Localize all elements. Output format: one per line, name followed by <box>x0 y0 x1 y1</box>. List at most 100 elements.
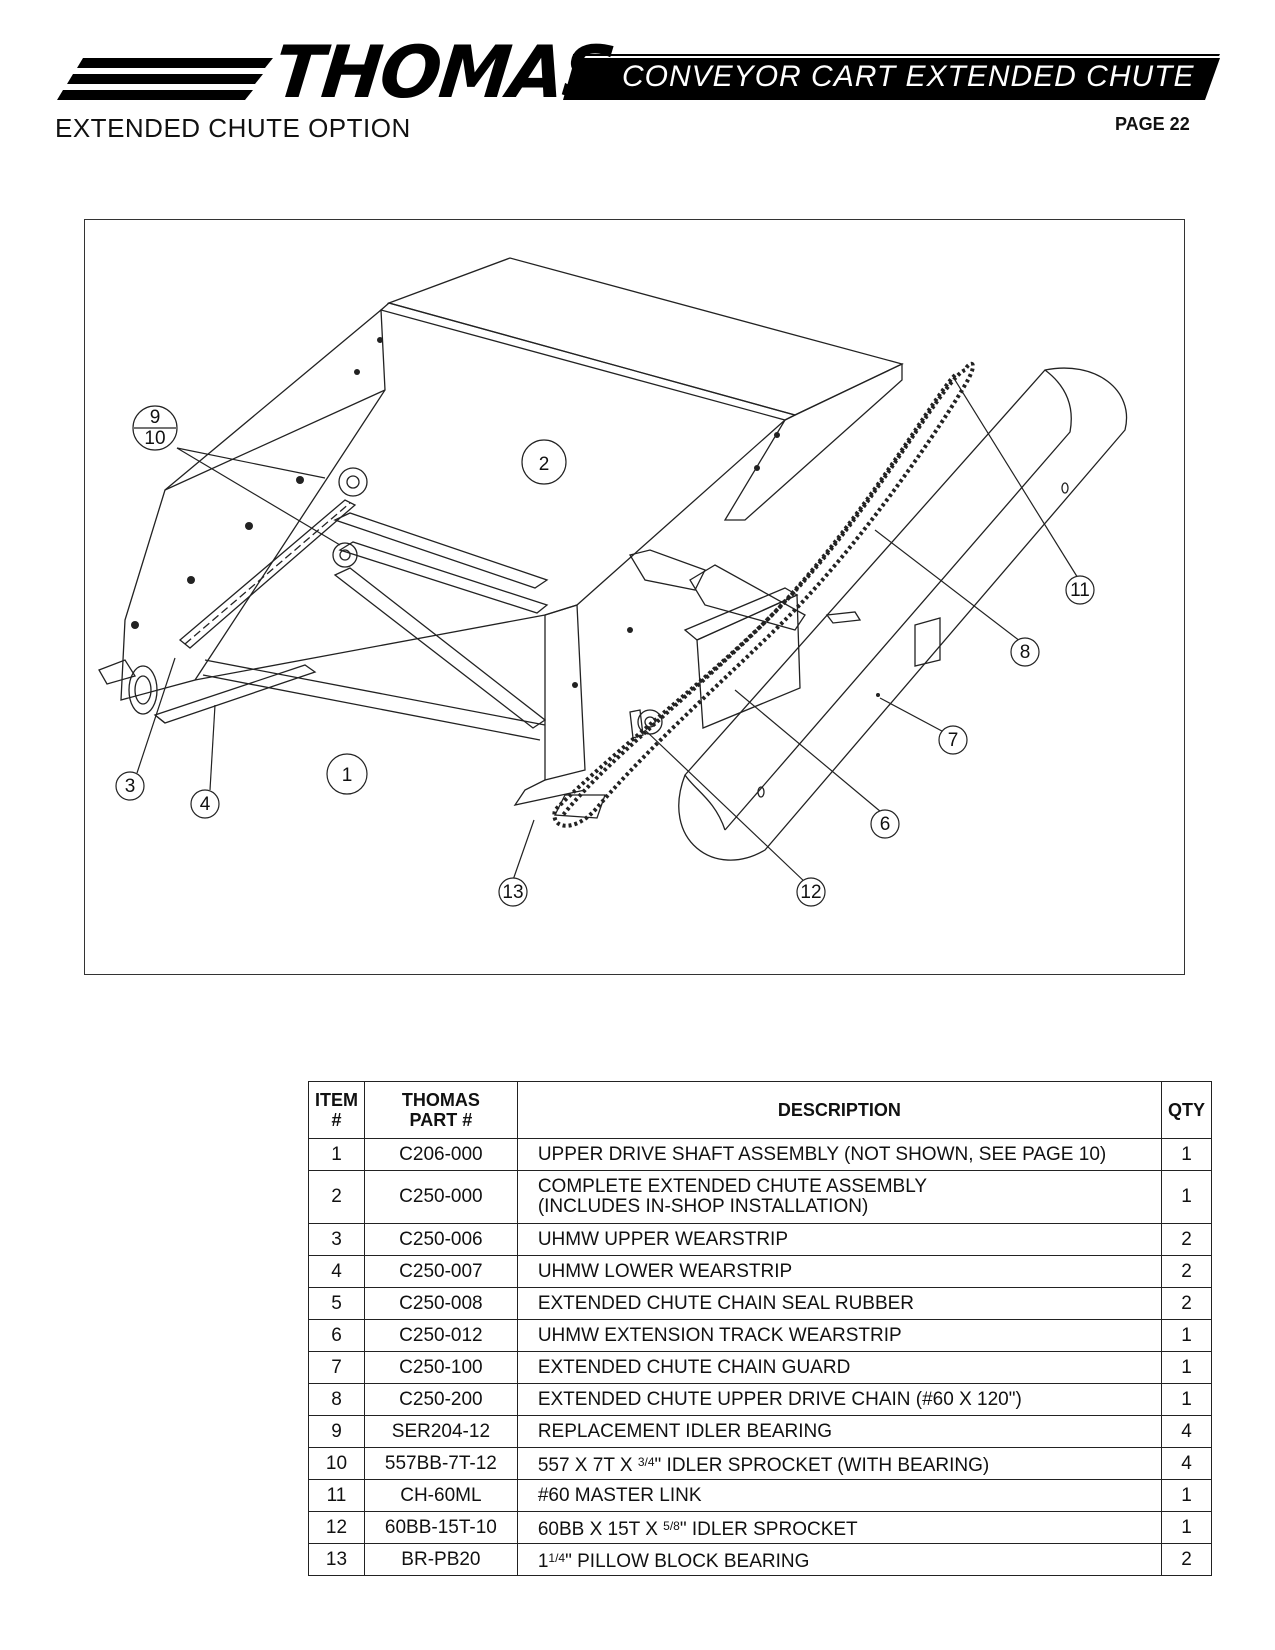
callout-13-label: 13 <box>502 882 523 903</box>
callout-1-label: 1 <box>342 765 353 786</box>
header-description: DESCRIPTION <box>516 1081 1162 1139</box>
row-part: C250-006 <box>363 1223 518 1256</box>
table-row: 6 C250-012 UHMW EXTENSION TRACK WEARSTRI… <box>308 1319 1213 1352</box>
row-description: COMPLETE EXTENDED CHUTE ASSEMBLY(INCLUDE… <box>516 1170 1162 1224</box>
callout-13 <box>498 877 528 907</box>
callout-7 <box>938 725 968 755</box>
row-part: BR-PB20 <box>363 1543 518 1576</box>
callout-12-label: 12 <box>800 882 821 903</box>
row-item: 3 <box>308 1223 365 1256</box>
row-part: SER204-12 <box>363 1415 518 1448</box>
row-qty: 2 <box>1160 1543 1213 1576</box>
callout-8-label: 8 <box>1020 642 1031 663</box>
callout-2-label: 2 <box>539 454 550 475</box>
row-item: 5 <box>308 1287 365 1320</box>
row-description: EXTENDED CHUTE CHAIN SEAL RUBBER <box>516 1287 1162 1320</box>
chute-left-wall <box>120 308 386 701</box>
section-title: EXTENDED CHUTE OPTION <box>55 113 411 143</box>
callout-7-label: 7 <box>948 730 959 751</box>
row-qty: 2 <box>1160 1255 1213 1288</box>
row-description: 11/4" PILLOW BLOCK BEARING <box>516 1543 1162 1576</box>
upper-wearstrip <box>178 499 357 649</box>
row-item: 6 <box>308 1319 365 1352</box>
callout-6 <box>870 809 900 839</box>
row-item: 12 <box>308 1511 365 1544</box>
table-row: 12 60BB-15T-10 60BB X 15T X 5/8" IDLER S… <box>308 1511 1213 1544</box>
table-row: 5 C250-008 EXTENDED CHUTE CHAIN SEAL RUB… <box>308 1287 1213 1320</box>
brand-logo: THOMAS <box>270 30 618 114</box>
header-band: THOMAS <box>55 30 1220 114</box>
extension-track-wearstrip <box>683 587 799 641</box>
table-row: 8 C250-200 EXTENDED CHUTE UPPER DRIVE CH… <box>308 1383 1213 1416</box>
row-item: 1 <box>308 1138 365 1171</box>
row-qty: 1 <box>1160 1511 1213 1544</box>
row-qty: 1 <box>1160 1479 1213 1512</box>
chain-guard <box>678 367 1128 861</box>
header-stripes <box>57 38 1220 104</box>
callout-4-label: 4 <box>200 794 211 815</box>
row-description: REPLACEMENT IDLER BEARING <box>516 1415 1162 1448</box>
row-part: C206-000 <box>363 1138 518 1171</box>
table-row: 10 557BB-7T-12 557 X 7T X 3/4" IDLER SPR… <box>308 1447 1213 1480</box>
idler-sprocket-upper <box>338 467 368 497</box>
row-qty: 1 <box>1160 1383 1213 1416</box>
row-description: UHMW EXTENSION TRACK WEARSTRIP <box>516 1319 1162 1352</box>
row-part: CH-60ML <box>363 1479 518 1512</box>
row-item: 10 <box>308 1447 365 1480</box>
callout-3 <box>115 771 145 801</box>
row-part: C250-100 <box>363 1351 518 1384</box>
callout-8 <box>1010 637 1040 667</box>
page-number: PAGE 22 <box>1115 114 1190 134</box>
callout-4 <box>190 789 220 819</box>
row-qty: 4 <box>1160 1447 1213 1480</box>
callout-11-label: 11 <box>1070 580 1090 601</box>
row-description: UHMW LOWER WEARSTRIP <box>516 1255 1162 1288</box>
row-description: 557 X 7T X 3/4" IDLER SPROCKET (WITH BEA… <box>516 1447 1162 1480</box>
callout-10-label: 10 <box>144 428 165 449</box>
callout-6-label: 6 <box>880 814 891 835</box>
callout-11 <box>1065 575 1095 605</box>
table-row: 4 C250-007 UHMW LOWER WEARSTRIP 2 <box>308 1255 1213 1288</box>
header-qty: QTY <box>1160 1081 1213 1139</box>
row-qty: 1 <box>1160 1351 1213 1384</box>
row-description: EXTENDED CHUTE CHAIN GUARD <box>516 1351 1162 1384</box>
row-item: 9 <box>308 1415 365 1448</box>
chute-right-wall <box>723 362 903 521</box>
cross-tube-upper <box>333 512 549 589</box>
table-row: 13 BR-PB20 11/4" PILLOW BLOCK BEARING 2 <box>308 1543 1213 1576</box>
callout-12 <box>796 877 826 907</box>
lower-wearstrip <box>153 664 317 724</box>
row-item: 4 <box>308 1255 365 1288</box>
table-row: 11 CH-60ML #60 MASTER LINK 1 <box>308 1479 1213 1512</box>
row-qty: 2 <box>1160 1223 1213 1256</box>
header-item: ITEM# <box>308 1081 365 1139</box>
row-part: C250-008 <box>363 1287 518 1320</box>
table-row: 7 C250-100 EXTENDED CHUTE CHAIN GUARD 1 <box>308 1351 1213 1384</box>
idler-sprocket-lower <box>332 542 358 568</box>
row-item: 7 <box>308 1351 365 1384</box>
row-part: C250-200 <box>363 1383 518 1416</box>
callout-2 <box>521 439 567 485</box>
row-description: 60BB X 15T X 5/8" IDLER SPROCKET <box>516 1511 1162 1544</box>
callout-9-label: 9 <box>150 407 161 428</box>
row-part: 60BB-15T-10 <box>363 1511 518 1544</box>
table-row: 9 SER204-12 REPLACEMENT IDLER BEARING 4 <box>308 1415 1213 1448</box>
rear-bracket <box>628 549 706 591</box>
row-part: C250-000 <box>363 1170 518 1224</box>
drive-chain <box>552 361 975 828</box>
row-description: #60 MASTER LINK <box>516 1479 1162 1512</box>
row-qty: 4 <box>1160 1415 1213 1448</box>
row-item: 13 <box>308 1543 365 1576</box>
callout-1 <box>326 753 368 795</box>
table-row: 3 C250-006 UHMW UPPER WEARSTRIP 2 <box>308 1223 1213 1256</box>
cart-wheel <box>128 665 158 715</box>
row-part: C250-007 <box>363 1255 518 1288</box>
exploded-view-drawing: 9 10 1 2 3 4 6 7 8 11 12 13 <box>84 219 1185 975</box>
table-row: 1 C206-000 UPPER DRIVE SHAFT ASSEMBLY (N… <box>308 1138 1213 1171</box>
pillow-block-bearing <box>553 794 606 819</box>
chute-assembly-drawing: 9 10 1 2 3 4 6 7 8 11 12 13 <box>98 257 1128 907</box>
row-item: 2 <box>308 1170 365 1224</box>
callout-3-label: 3 <box>125 776 136 797</box>
